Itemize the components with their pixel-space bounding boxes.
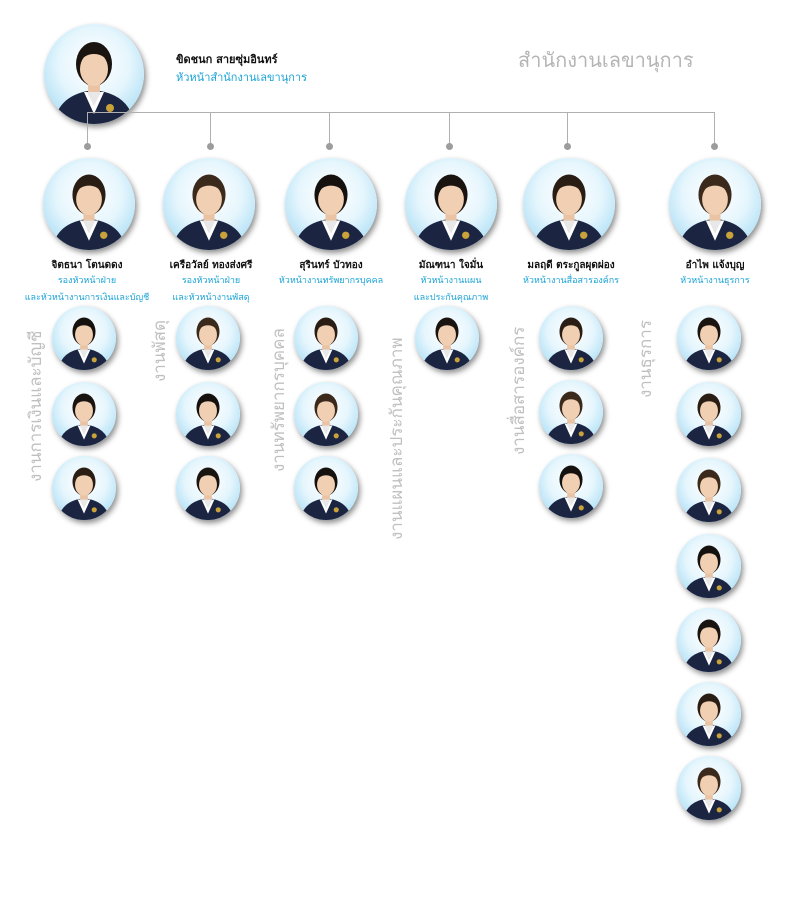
- unit-label: งานทรัพยากรบุคคล: [269, 328, 289, 472]
- portrait-graphic: [683, 317, 735, 370]
- staff-photo: [294, 382, 358, 446]
- chief-role: หัวหน้าสำนักงานเลขานุการ: [176, 71, 307, 84]
- portrait-graphic: [532, 174, 606, 250]
- head-role: รองหัวหน้าฝ่าย: [57, 276, 117, 286]
- staff-photo: [677, 306, 741, 370]
- portrait-graphic: [414, 174, 488, 250]
- connector-dot: [564, 143, 571, 150]
- head-card: เครือวัลย์ ทองส่งศรี รองหัวหน้าฝ่าย และห…: [149, 258, 273, 307]
- connector-dot: [326, 143, 333, 150]
- portrait-graphic: [182, 393, 234, 446]
- head-role: และหัวหน้างานการเงินและบัญชี: [24, 293, 150, 303]
- portrait-graphic: [300, 393, 352, 446]
- connector-v6: [714, 112, 715, 145]
- portrait-graphic: [182, 467, 234, 520]
- connector-horizontal: [87, 112, 715, 113]
- staff-photo: [52, 306, 116, 370]
- staff-photo: [677, 682, 741, 746]
- staff-photo: [176, 456, 240, 520]
- portrait-graphic: [182, 317, 234, 370]
- unit-label: งานพัสดุ: [150, 319, 170, 382]
- head-photo: [285, 158, 377, 250]
- portrait-graphic: [683, 767, 735, 820]
- connector-dot: [207, 143, 214, 150]
- head-role: และหัวหน้างานพัสดุ: [172, 293, 250, 303]
- portrait-graphic: [545, 317, 597, 370]
- head-name: มลฤดี ตระกูลผุดผ่อง: [527, 260, 615, 271]
- head-role: และประกันคุณภาพ: [413, 293, 489, 303]
- head-photo: [669, 158, 761, 250]
- head-name: สุรินทร์ บัวทอง: [299, 260, 363, 271]
- staff-photo: [294, 456, 358, 520]
- portrait-graphic: [421, 317, 473, 370]
- staff-photo: [539, 380, 603, 444]
- staff-photo: [677, 756, 741, 820]
- head-card: มลฤดี ตระกูลผุดผ่อง หัวหน้างานสื่อสารองค…: [509, 258, 633, 290]
- connector-v5: [567, 112, 568, 145]
- staff-photo: [176, 306, 240, 370]
- connector-v1: [87, 112, 88, 145]
- portrait-graphic: [54, 42, 134, 124]
- portrait-graphic: [683, 619, 735, 672]
- unit-label: งานการเงินและบัญชี: [26, 330, 46, 483]
- portrait-graphic: [58, 317, 110, 370]
- head-card: อำไพ แจ้งบุญ หัวหน้างานธุรการ: [653, 258, 777, 290]
- portrait-graphic: [683, 393, 735, 446]
- staff-photo: [677, 534, 741, 598]
- unit-label: งานธุรการ: [636, 320, 656, 398]
- head-card: มัณฑนา ใจมั่น หัวหน้างานแผน และประกันคุณ…: [389, 258, 513, 307]
- connector-dot: [84, 143, 91, 150]
- portrait-graphic: [58, 467, 110, 520]
- connector-dot: [446, 143, 453, 150]
- staff-photo: [677, 458, 741, 522]
- staff-photo: [52, 382, 116, 446]
- connector-v2: [210, 112, 211, 145]
- portrait-graphic: [172, 174, 246, 250]
- staff-photo: [294, 306, 358, 370]
- portrait-graphic: [683, 469, 735, 522]
- head-card: สุรินทร์ บัวทอง หัวหน้างานทรัพยากรบุคคล: [269, 258, 393, 290]
- portrait-graphic: [300, 467, 352, 520]
- portrait-graphic: [683, 693, 735, 746]
- head-name: จิตธนา โตนดดง: [51, 260, 123, 271]
- portrait-graphic: [545, 465, 597, 518]
- unit-label: งานแผนและประกันคุณภาพ: [387, 337, 407, 540]
- portrait-graphic: [545, 391, 597, 444]
- head-role: หัวหน้างานสื่อสารองค์กร: [522, 276, 620, 286]
- portrait-graphic: [58, 393, 110, 446]
- staff-photo: [539, 454, 603, 518]
- head-name: อำไพ แจ้งบุญ: [685, 260, 745, 271]
- portrait-graphic: [683, 545, 735, 598]
- head-role: หัวหน้างานทรัพยากรบุคคล: [278, 276, 384, 286]
- portrait-graphic: [294, 174, 368, 250]
- chief-photo: [44, 24, 144, 124]
- head-photo: [163, 158, 255, 250]
- portrait-graphic: [300, 317, 352, 370]
- department-title: สำนักงานเลขานุการ: [518, 48, 694, 72]
- staff-photo: [539, 306, 603, 370]
- connector-v3: [329, 112, 330, 145]
- staff-photo: [52, 456, 116, 520]
- staff-photo: [415, 306, 479, 370]
- staff-photo: [677, 382, 741, 446]
- staff-photo: [176, 382, 240, 446]
- connector-dot: [711, 143, 718, 150]
- head-photo: [43, 158, 135, 250]
- head-photo: [523, 158, 615, 250]
- head-role: รองหัวหน้าฝ่าย: [181, 276, 241, 286]
- chief-name: ขิดชนก สายซุ่มอินทร์: [176, 53, 278, 66]
- portrait-graphic: [678, 174, 752, 250]
- head-card: จิตธนา โตนดดง รองหัวหน้าฝ่าย และหัวหน้าง…: [0, 258, 174, 307]
- head-photo: [405, 158, 497, 250]
- head-role: หัวหน้างานแผน: [420, 276, 482, 286]
- head-name: มัณฑนา ใจมั่น: [418, 260, 484, 271]
- head-name: เครือวัลย์ ทองส่งศรี: [169, 260, 253, 271]
- head-role: หัวหน้างานธุรการ: [680, 276, 750, 286]
- staff-photo: [677, 608, 741, 672]
- unit-label: งานสื่อสารองค์กร: [509, 326, 529, 455]
- portrait-graphic: [52, 174, 126, 250]
- connector-v4: [449, 112, 450, 145]
